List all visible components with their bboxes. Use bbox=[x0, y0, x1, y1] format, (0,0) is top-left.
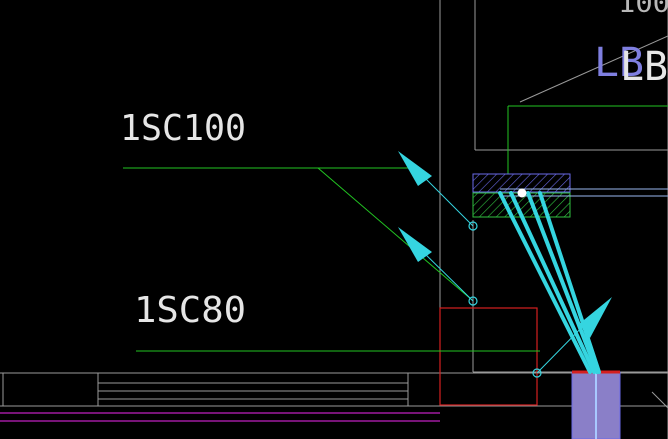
arrow-lower bbox=[398, 227, 474, 302]
arrow-right bbox=[536, 297, 612, 374]
cyan-conduits bbox=[498, 191, 601, 374]
label-1sc80: 1SC80 bbox=[134, 290, 246, 331]
structure-outline bbox=[439, 0, 668, 439]
arrow-upper bbox=[398, 151, 474, 227]
beam-tag-blue: LB bbox=[594, 40, 644, 86]
node-markers bbox=[468, 221, 542, 378]
leader-lines bbox=[123, 105, 668, 352]
white-point-marker bbox=[517, 188, 527, 198]
label-top-value: 100 bbox=[618, 0, 668, 19]
column-section bbox=[571, 370, 621, 439]
beam-tag-white: LB bbox=[620, 44, 668, 90]
bottom-beam bbox=[0, 372, 668, 409]
label-1sc100: 1SC100 bbox=[120, 108, 246, 149]
red-outline-box bbox=[439, 307, 538, 406]
magenta-lines bbox=[0, 412, 440, 422]
